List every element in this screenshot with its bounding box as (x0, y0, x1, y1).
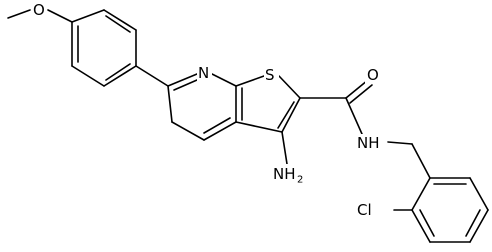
atom-amide-nitrogen: NH (357, 134, 380, 152)
atom-methoxy-oxygen: O (33, 1, 45, 19)
atom-chlorine: Cl (357, 201, 372, 219)
pyridine-ring (167, 73, 243, 141)
atom-amino-nitrogen: NH (273, 165, 296, 183)
chlorophenyl-ring (411, 177, 489, 243)
thiophene-ring (235, 75, 301, 133)
carboxamide-group (299, 79, 413, 145)
benzyl-bond (411, 143, 431, 179)
methoxy-group (7, 9, 73, 23)
atom-labels: O N S O NH NH 2 Cl (31, 1, 392, 219)
methoxyphenyl-ring (71, 9, 137, 87)
atom-carbonyl-oxygen: O (367, 66, 379, 84)
atom-amino-subscript: 2 (297, 175, 303, 186)
aryl-link-bond (135, 65, 169, 87)
atom-pyridine-nitrogen: N (198, 64, 209, 82)
amino-bond (281, 131, 288, 165)
atom-thiophene-sulfur: S (265, 66, 275, 84)
